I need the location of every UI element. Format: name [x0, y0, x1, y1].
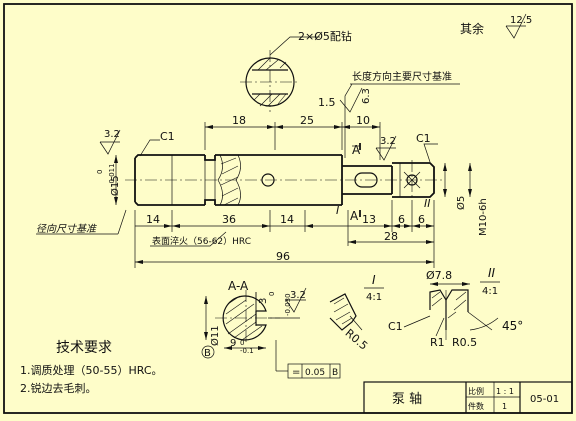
title-block	[363, 381, 573, 414]
roughness-left-end: 3.2	[104, 129, 120, 140]
detail-two-dia: Ø7.8	[426, 269, 452, 282]
key-tol-lower: -0.030	[284, 293, 292, 316]
detail-two-radius-2: R0.5	[452, 336, 477, 349]
hole-section-view	[240, 50, 300, 112]
roughness-groove: 3.2	[380, 136, 396, 147]
hole-callout: 2×Ø5配钻	[298, 29, 352, 43]
section-title: A-A	[228, 279, 249, 293]
key-depth-tol-lower: -0.1	[240, 347, 254, 355]
section-mark-bottom: A	[350, 209, 359, 223]
dim-13: 13	[362, 213, 376, 226]
detail-two-radius-1: R1	[430, 336, 445, 349]
datum-circle	[201, 345, 215, 359]
detail-one-view	[329, 293, 357, 331]
dia-main-tol-lower: -0.011	[108, 163, 116, 186]
thread-spec: M10-6h	[478, 198, 489, 236]
dim-6-b: 6	[418, 213, 425, 226]
dia-section: Ø11	[209, 325, 221, 346]
dim-28: 28	[384, 230, 398, 243]
tolerance-symbol: =	[292, 367, 300, 378]
key-depth: 9	[230, 338, 236, 349]
datum-letter: B	[204, 348, 211, 359]
dia-main: Ø15	[109, 175, 121, 196]
dim-25: 25	[300, 114, 314, 127]
detail-two-angle: 45°	[502, 319, 523, 333]
dim-36: 36	[222, 213, 236, 226]
surface-hardening-label: 表面淬火（56-62）HRC	[152, 235, 251, 247]
dim-14-left: 14	[146, 213, 160, 226]
notes-heading: 技术要求	[56, 340, 112, 356]
roughness-remainder-label: 其余	[460, 21, 484, 36]
key-depth-tol-upper: 0	[240, 339, 244, 347]
detail-two-view	[429, 282, 493, 340]
key-tol-upper: 0	[268, 292, 276, 296]
tolerance-value: 0.05	[305, 368, 325, 378]
chamfer-left: C1	[160, 130, 175, 143]
key-width: 3	[258, 298, 269, 304]
scale-label: 比例	[468, 386, 484, 396]
detail-two-scale: 4:1	[482, 286, 498, 297]
dia-right: Ø5	[455, 196, 467, 210]
roughness-section: 3.2	[290, 290, 306, 301]
length-datum-label: 长度方向主要尺寸基准	[352, 70, 452, 83]
tolerance-datum: B	[332, 368, 338, 378]
roughness-remainder-value: 12.5	[510, 15, 532, 26]
detail-two-mark: II	[424, 197, 431, 210]
notes-item-2: 2.锐边去毛刺。	[20, 381, 97, 395]
detail-two-label: II	[488, 266, 496, 280]
chamfer-detail: C1	[388, 320, 403, 333]
bottom-dimensions	[134, 200, 435, 268]
part-name: 泵 轴	[392, 392, 422, 407]
length-datum-leader	[344, 83, 353, 158]
detail-one-mark: I	[336, 204, 339, 217]
radial-datum-label: 径向尺寸基准	[36, 223, 97, 235]
qty-value: 1	[502, 402, 507, 411]
drawing-border	[3, 3, 573, 414]
roughness-symbol	[505, 13, 527, 39]
section-mark-top: A	[352, 143, 361, 157]
detail-one-scale: 4:1	[366, 292, 382, 303]
dim-1-5: 1.5	[318, 96, 336, 109]
dia-main-tol-upper: 0	[96, 170, 104, 174]
detail-one-radius: R0.5	[343, 327, 371, 353]
dim-14-mid: 14	[280, 213, 294, 226]
section-aa-view	[215, 290, 280, 345]
chamfer-right: C1	[416, 132, 431, 145]
roughness-keyway: 6.3	[361, 88, 372, 104]
detail-one-label: I	[372, 273, 376, 287]
dim-96: 96	[276, 250, 290, 263]
drawing-no: 05-01	[530, 394, 559, 405]
qty-label: 件数	[468, 401, 484, 411]
dim-18: 18	[232, 114, 246, 127]
notes-item-1: 1.调质处理（50-55）HRC。	[20, 364, 163, 377]
tolerance-frame: = 0.05 B	[275, 340, 341, 379]
shaft-outline	[125, 154, 445, 206]
hole-callout-leader	[269, 36, 320, 56]
dim-6-a: 6	[398, 213, 405, 226]
scale-value: 1 : 1	[496, 387, 514, 396]
dim-10: 10	[356, 114, 370, 127]
